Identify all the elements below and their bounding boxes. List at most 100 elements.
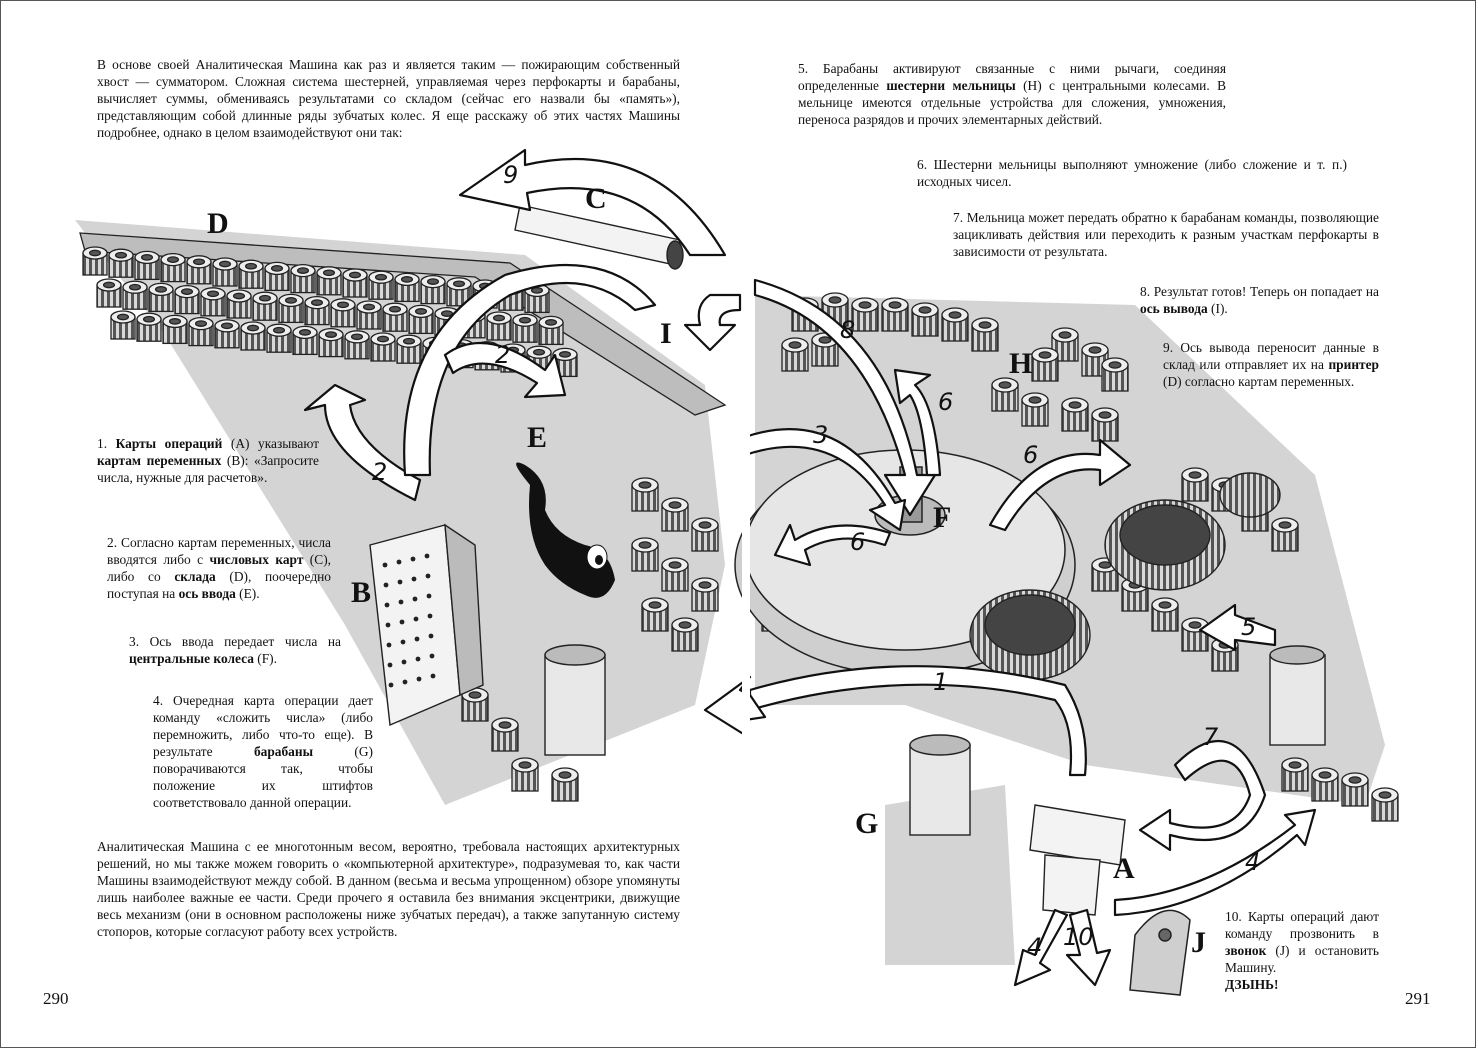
gear-column (108, 248, 134, 278)
gear-column (631, 477, 659, 512)
label-D: D (207, 207, 229, 240)
bell-icon (1129, 909, 1191, 996)
gear-column (631, 537, 659, 572)
page-number-left: 290 (43, 989, 69, 1008)
gear-column (511, 757, 539, 792)
card-hole (416, 676, 422, 682)
gear-column (486, 311, 512, 341)
label-G: G (855, 807, 878, 840)
card-hole (426, 593, 432, 599)
gear-column (512, 313, 538, 343)
arrow-10 (1065, 908, 1112, 987)
step-5-text: 5. Барабаны активируют связанные с ними … (798, 61, 1226, 127)
label-C: C (585, 182, 607, 215)
gear-column (781, 337, 809, 372)
card-hole (400, 639, 406, 645)
gear-column (1091, 407, 1119, 442)
arrow-4-left-up (703, 675, 767, 737)
arrow-4-down (1013, 908, 1069, 987)
arrow-number-2a: 2 (495, 341, 510, 369)
gear-column (396, 334, 422, 364)
gear-column (370, 332, 396, 362)
arrow-5 (1198, 603, 1277, 652)
arrow-number-5: 5 (1241, 613, 1256, 641)
large-gears (969, 472, 1281, 681)
left-outro-paragraph: Аналитическая Машина с ее многотонным ве… (97, 839, 680, 939)
arrow-I (683, 293, 742, 352)
card-hole (385, 622, 391, 628)
arrow-number-9: 9 (503, 161, 518, 189)
arrow-2-left (303, 383, 422, 502)
analytical-engine-illustration: D C I E B H F G A J 9 2 2 8 3 6 6 6 5 1 … (75, 148, 1399, 996)
gear-column (851, 297, 879, 332)
card-hole (387, 662, 393, 668)
arrow-7 (1138, 739, 1267, 852)
card-hole (402, 679, 408, 685)
gear-column (82, 246, 108, 276)
arrow-number-8: 8 (840, 316, 855, 344)
ding-text: ДЗЫНЬ! (1225, 977, 1279, 992)
card-hole (413, 616, 419, 622)
card-hole (398, 599, 404, 605)
card-hole (415, 656, 421, 662)
gear-column (188, 316, 214, 347)
gear-column (110, 310, 136, 340)
gear-column (368, 270, 394, 300)
gear-column (641, 597, 669, 632)
page-number-right: 291 (1405, 989, 1431, 1008)
gear-column (266, 323, 292, 353)
card-hole (401, 659, 407, 665)
gear-column (394, 272, 420, 303)
card-hole (410, 556, 416, 562)
gear-column (1371, 787, 1399, 822)
label-H: H (1009, 347, 1032, 380)
gear-column (344, 330, 370, 360)
label-A: A (1113, 852, 1135, 885)
gear-column (174, 284, 200, 315)
card-hole (424, 553, 430, 559)
gear-column (356, 300, 382, 330)
part-labels: D C I E B H F G A J (207, 182, 1206, 959)
arrow-2-small (443, 341, 567, 399)
card-hole (399, 619, 405, 625)
arrow-6-right (988, 438, 1132, 532)
card-hole (397, 579, 403, 585)
gear-column (160, 252, 186, 283)
cat-drawing (516, 462, 615, 598)
gear-column (1101, 357, 1129, 392)
gear-column (226, 289, 252, 319)
gear-column (122, 280, 148, 310)
gear-column (186, 255, 212, 285)
arrow-numbers: 9 2 2 8 3 6 6 6 5 1 7 4 4 10 (372, 161, 1260, 961)
gear-column (1341, 772, 1369, 807)
arrow-number-2b: 2 (372, 458, 387, 486)
arrow-number-3: 3 (813, 421, 828, 449)
book-gutter (742, 5, 750, 1045)
step-10-text: 10. Карты операций дают команду прозвони… (1225, 909, 1379, 992)
arrow-number-6c: 6 (850, 528, 865, 556)
gear-column (330, 298, 356, 328)
gear-column (1181, 467, 1209, 502)
gear-column (691, 577, 719, 612)
gear-column (1151, 597, 1179, 632)
gear-column (1311, 767, 1339, 802)
gear-column (1091, 557, 1119, 592)
gear-column (1061, 397, 1089, 432)
card-hole (425, 573, 431, 579)
step-6-text: 6. Шестерни мельницы выполняют умножение… (917, 157, 1347, 189)
gear-column (420, 274, 446, 305)
gear-column (491, 717, 519, 752)
gear-column (1271, 517, 1299, 552)
card-hole (429, 653, 435, 659)
flow-arrows (303, 148, 1317, 987)
gear-column (136, 312, 162, 342)
arrow-number-7: 7 (1203, 723, 1219, 751)
arrow-number-4a: 4 (1245, 848, 1260, 876)
label-J: J (1191, 926, 1206, 959)
gear-column (1021, 392, 1049, 427)
gear-column (304, 295, 330, 326)
step-9-text: 9. Ось вывода переносит данные в склад и… (1163, 340, 1379, 389)
gear-column (212, 257, 238, 287)
card-hole (412, 596, 418, 602)
